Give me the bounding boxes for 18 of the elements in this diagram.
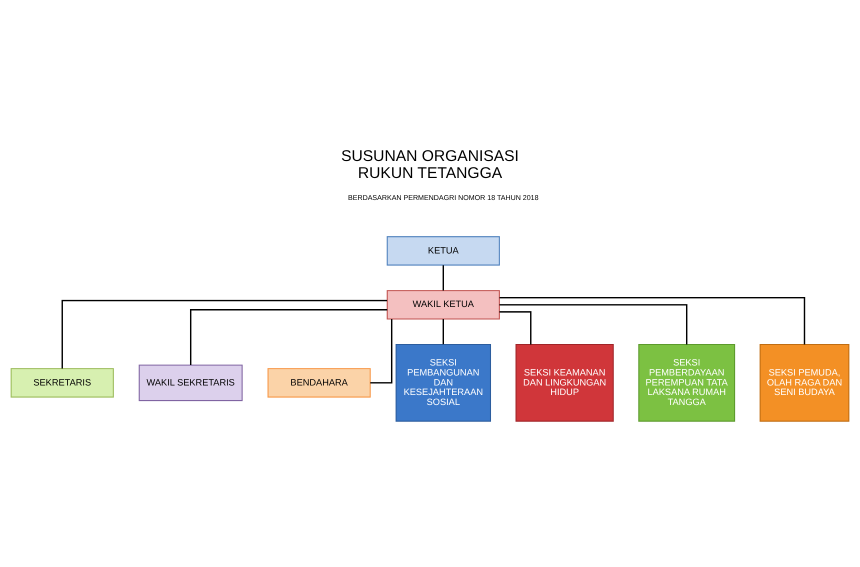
node-box: SEKSI PEMBANGUNAN DAN KESEJAHTERAAN SOSIAL bbox=[396, 344, 492, 422]
connector bbox=[500, 296, 806, 344]
node-box: WAKIL SEKRETARIS bbox=[138, 364, 243, 402]
connector bbox=[442, 265, 444, 290]
connector bbox=[499, 304, 688, 344]
connector bbox=[62, 300, 388, 368]
connector bbox=[499, 311, 532, 344]
connector bbox=[442, 319, 444, 344]
node-box: WAKIL KETUA bbox=[386, 290, 500, 320]
node-box: SEKSI PEMBERDAYAAN PEREMPUAN TATA LAKSANA RUMAH TANGGA bbox=[638, 344, 736, 422]
node-box: KETUA bbox=[386, 236, 500, 266]
connector bbox=[370, 319, 392, 384]
node-box: SEKSI KEAMANAN DAN LINGKUNGAN HIDUP bbox=[516, 344, 614, 422]
node-box: SEKRETARIS bbox=[10, 368, 114, 398]
node-box: SEKSI PEMUDA, OLAH RAGA DAN SENI BUDAYA bbox=[760, 344, 850, 422]
connector bbox=[190, 309, 388, 365]
node-box: BENDAHARA bbox=[268, 368, 371, 398]
diagram-title: SUSUNAN ORGANISASI RUKUN TETANGGA bbox=[341, 148, 519, 182]
